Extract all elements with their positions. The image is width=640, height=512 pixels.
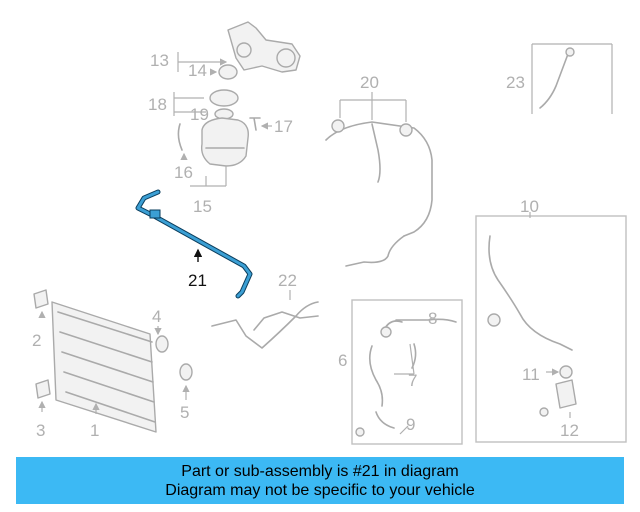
- label-17: 17: [274, 117, 293, 136]
- part-7-clamps[interactable]: [394, 343, 417, 375]
- part-4-mount[interactable]: [154, 326, 169, 353]
- banner-line-2: Diagram may not be specific to your vehi…: [165, 482, 475, 499]
- part-18-reservoir-cap[interactable]: [173, 89, 239, 120]
- label-12: 12: [560, 421, 579, 440]
- part-13-thermostat-housing[interactable]: [177, 21, 301, 73]
- part-17-bolt[interactable]: [249, 117, 272, 131]
- label-14: 14: [188, 61, 207, 80]
- label-1: 1: [90, 421, 99, 440]
- group-box-10-12: [475, 215, 627, 443]
- part-12-fitting[interactable]: [539, 379, 577, 418]
- part-8-fitting[interactable]: [395, 318, 457, 323]
- label-11: 11: [522, 365, 540, 384]
- part-23-hose[interactable]: [531, 43, 613, 114]
- label-4: 4: [152, 307, 161, 326]
- part-14-gasket[interactable]: [210, 64, 238, 80]
- part-21-coolant-pipe[interactable]: [135, 189, 253, 299]
- label-3: 3: [36, 421, 45, 440]
- part-6-hose-assembly[interactable]: [368, 320, 403, 407]
- label-18: 18: [148, 95, 167, 114]
- label-22: 22: [278, 271, 297, 290]
- info-banner: Part or sub-assembly is #21 in diagram D…: [16, 457, 624, 504]
- part-5-mount[interactable]: [179, 363, 193, 400]
- label-21: 21: [188, 271, 207, 290]
- part-11-connector[interactable]: [546, 365, 573, 379]
- label-15: 15: [193, 197, 212, 216]
- part-15-coolant-reservoir[interactable]: [190, 117, 249, 187]
- label-23: 23: [506, 73, 525, 92]
- label-16: 16: [174, 163, 193, 182]
- label-20: 20: [360, 73, 379, 92]
- part-10-hose[interactable]: [487, 235, 573, 351]
- label-8: 8: [428, 309, 437, 328]
- part-1-radiator[interactable]: [51, 301, 157, 433]
- label-7: 7: [408, 371, 417, 390]
- banner-line-1: Part or sub-assembly is #21 in diagram: [181, 463, 459, 480]
- label-2: 2: [32, 331, 41, 350]
- label-13: 13: [150, 51, 169, 70]
- label-6: 6: [338, 351, 347, 370]
- part-20-coolant-hose[interactable]: [325, 92, 433, 267]
- part-16-small-hose[interactable]: [177, 123, 188, 160]
- label-19: 19: [190, 105, 209, 124]
- parts-diagram: 13 14 18 19 15 16 17 20 23: [32, 21, 627, 445]
- label-5: 5: [180, 403, 189, 422]
- group-box-6-9: [351, 299, 463, 445]
- part-22-pipe[interactable]: [211, 290, 319, 349]
- label-10: 10: [520, 197, 539, 216]
- part-9-elbow[interactable]: [355, 411, 409, 437]
- part-3-bracket[interactable]: [35, 379, 51, 412]
- label-9: 9: [406, 415, 415, 434]
- part-2-bracket[interactable]: [33, 289, 49, 318]
